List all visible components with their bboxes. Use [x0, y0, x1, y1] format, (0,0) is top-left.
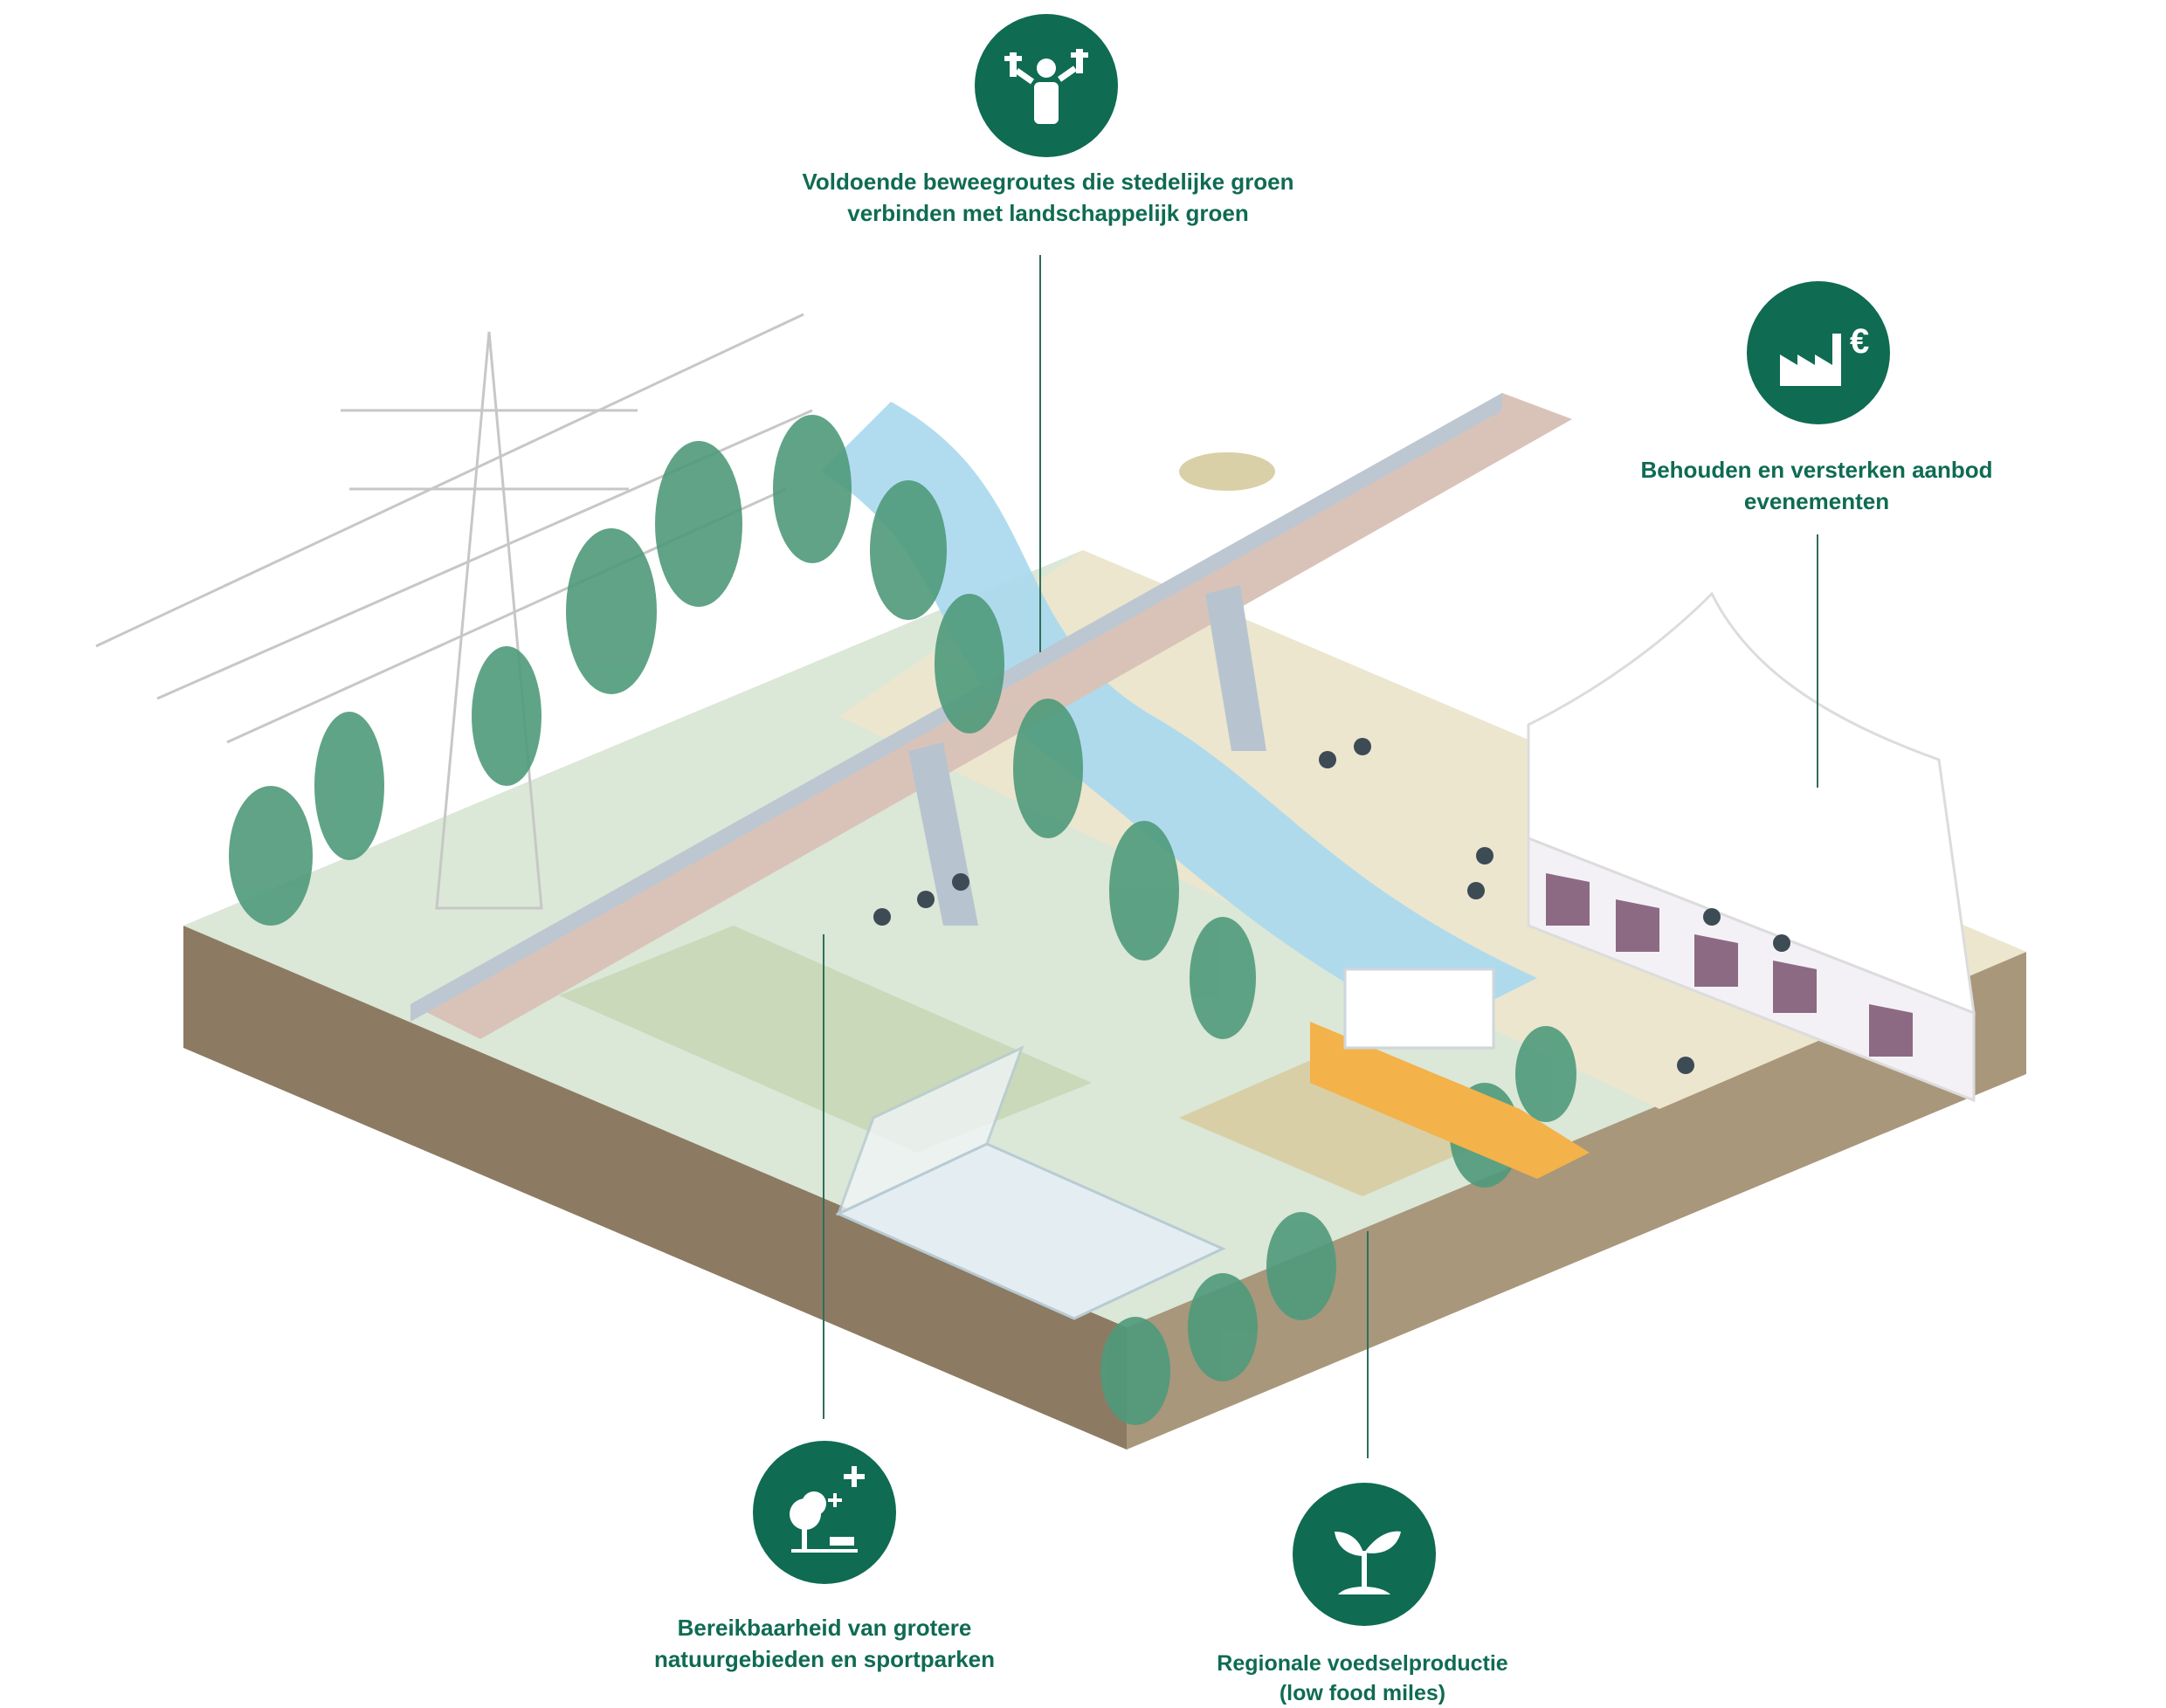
- svg-text:€: €: [1850, 322, 1869, 361]
- people: [873, 738, 1790, 1074]
- food-label-line-1: Regionale voedselproductie: [1217, 1651, 1508, 1676]
- sprout-icon: [1335, 1531, 1401, 1594]
- events-label-line-2: evenementen: [1743, 488, 1890, 514]
- movement-leader-line: [1039, 255, 1041, 652]
- events-label-line-1: Behouden en versterken aanbod: [1640, 457, 1993, 483]
- greenhouse: [835, 1045, 1226, 1320]
- events-label: Behouden en versterken aanbod evenemente…: [1590, 454, 2044, 517]
- food-icon-circle: [1293, 1483, 1436, 1626]
- events-leader-line: [1817, 534, 1818, 788]
- nature-label-line-1: Bereikbaarheid van grotere: [677, 1615, 972, 1641]
- movement-label-line-1: Voldoende beweegroutes die stedelijke gr…: [802, 169, 1294, 195]
- food-label: Regionale voedselproductie (low food mil…: [1153, 1649, 1572, 1708]
- factory-euro-icon: €: [1780, 322, 1869, 386]
- food-leader-line: [1367, 1231, 1369, 1458]
- movement-icon-circle: [975, 14, 1118, 157]
- movement-label: Voldoende beweegroutes die stedelijke gr…: [742, 166, 1354, 229]
- fitness-person-icon: [1004, 49, 1088, 124]
- nature-label: Bereikbaarheid van grotere natuurgebiede…: [606, 1612, 1043, 1675]
- tree-bench-plus-icon: [790, 1466, 865, 1553]
- movement-label-line-2: verbinden met landschappelijk groen: [847, 200, 1249, 226]
- food-label-line-2: (low food miles): [1279, 1681, 1446, 1705]
- event-tent: [1527, 591, 1976, 1103]
- nature-leader-line: [823, 934, 824, 1419]
- nature-icon-circle: [753, 1441, 896, 1584]
- nature-label-line-2: natuurgebieden en sportparken: [653, 1646, 996, 1672]
- boats: [1179, 452, 1590, 1179]
- events-icon-circle: €: [1747, 281, 1890, 424]
